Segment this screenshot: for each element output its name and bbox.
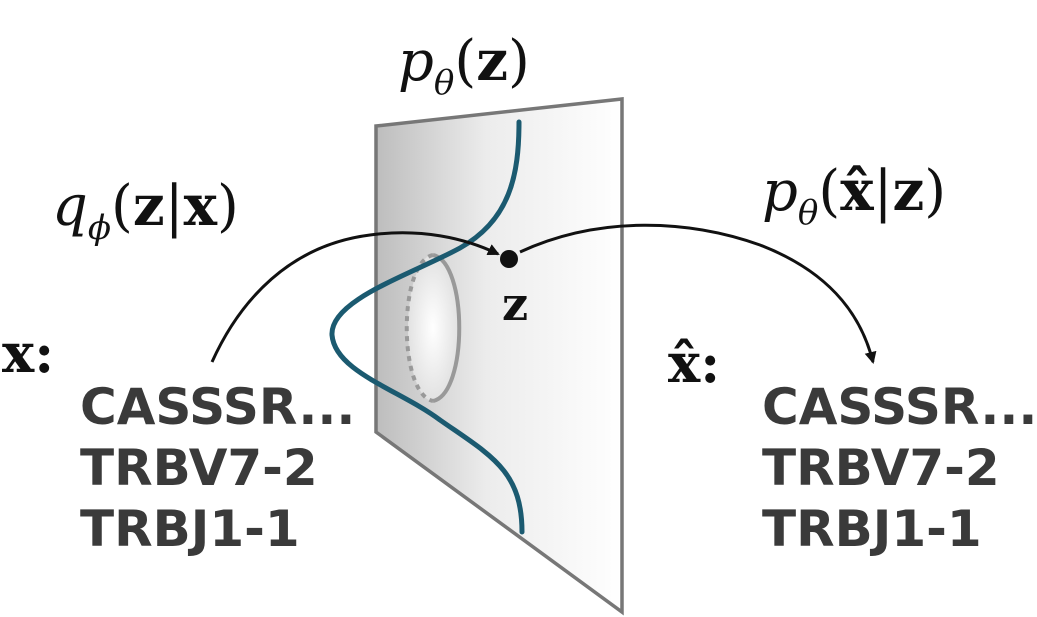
latent-point (500, 250, 518, 268)
decoder-arrow (519, 223, 877, 364)
ellipse-back-arc (404, 253, 434, 403)
latent-ellipse (408, 255, 458, 401)
encoder-arrow (210, 231, 500, 363)
ellipse-front-arc (432, 253, 462, 403)
input-seq-j-gene: TRBJ1-1 (80, 500, 300, 558)
latent-point-label: z (502, 277, 528, 331)
input-seq-v-gene: TRBV7-2 (80, 439, 318, 497)
input-label: x: (2, 321, 54, 385)
prior-density-curve (329, 119, 525, 535)
encoder-label: qϕ(z|x) (52, 173, 239, 248)
decoder-label: pθ(x̂|z) (762, 158, 946, 233)
output-seq-cdr3: CASSSR... (762, 378, 1037, 436)
prior-label: pθ(z) (398, 28, 530, 103)
input-seq-cdr3: CASSSR... (80, 378, 355, 436)
output-seq-v-gene: TRBV7-2 (762, 439, 1000, 497)
output-label: x̂: (668, 331, 720, 395)
latent-plane (374, 97, 624, 616)
output-seq-j-gene: TRBJ1-1 (762, 500, 982, 558)
